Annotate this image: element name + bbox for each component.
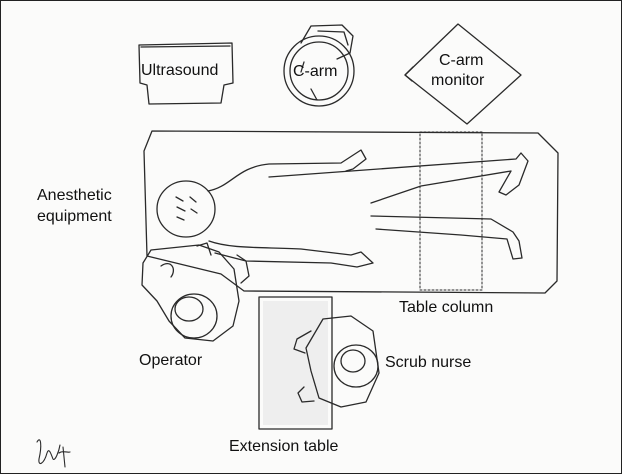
anesthetic-equipment-label-line2: equipment	[37, 207, 112, 226]
c-arm-label: C-arm	[293, 62, 337, 81]
operator-label: Operator	[139, 351, 202, 370]
table-column-label: Table column	[399, 298, 493, 317]
extension-table-sketch	[259, 297, 332, 429]
extension-table-label: Extension table	[229, 437, 338, 456]
scrub-nurse-label: Scrub nurse	[385, 353, 471, 372]
c-arm-monitor-label-line1: C-arm	[439, 51, 483, 70]
operating-table-sketch	[144, 131, 558, 293]
c-arm-monitor-label-line2: monitor	[431, 71, 484, 90]
ultrasound-label: Ultrasound	[141, 61, 218, 80]
signature-icon	[37, 440, 70, 467]
anesthetic-equipment-label-line1: Anesthetic	[37, 186, 112, 205]
